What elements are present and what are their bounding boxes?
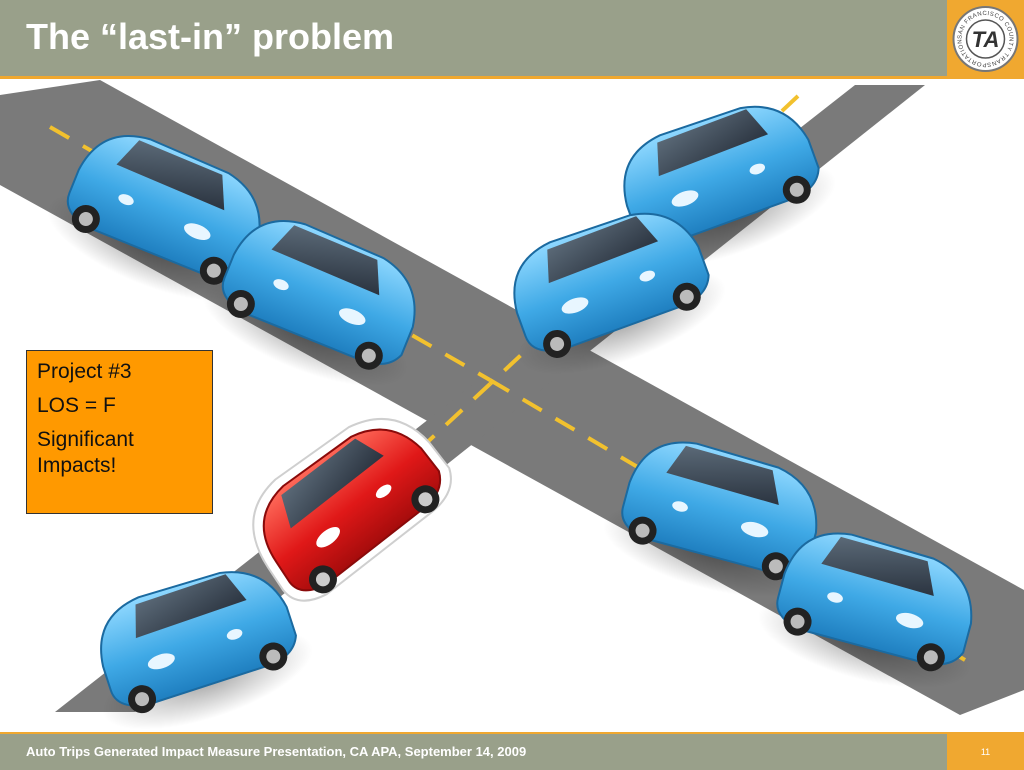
blue-car-icon — [513, 212, 726, 375]
slide-footer: Auto Trips Generated Impact Measure Pres… — [0, 732, 947, 770]
blue-car-icon — [202, 220, 416, 387]
footer-text: Auto Trips Generated Impact Measure Pres… — [26, 744, 527, 759]
slide-header: The “last-in” problem — [0, 0, 947, 79]
logo-box: SAN FRANCISCO COUNTY TRANSPORTATION AUTH… — [947, 0, 1024, 79]
slide-title: The “last-in” problem — [26, 16, 395, 57]
blue-car-icon — [47, 135, 261, 302]
red-car-icon — [252, 417, 452, 602]
logo-monogram: TA — [972, 27, 1000, 52]
blue-car-icon — [757, 532, 973, 689]
sfcta-logo-icon: SAN FRANCISCO COUNTY TRANSPORTATION AUTH… — [951, 4, 1019, 72]
callout-line-impacts: Significant Impacts! — [37, 428, 134, 477]
blue-car-icon — [602, 441, 818, 598]
callout-line-project: Project #3 — [37, 360, 132, 383]
page-number: 11 — [980, 747, 991, 757]
project-callout-box: Project #3 LOS = F Significant Impacts! — [26, 350, 213, 514]
intersection-scene — [0, 80, 1024, 730]
blue-car-icon — [100, 571, 313, 730]
callout-line-los: LOS = F — [37, 394, 116, 417]
page-number-box: 11 — [947, 732, 1024, 770]
